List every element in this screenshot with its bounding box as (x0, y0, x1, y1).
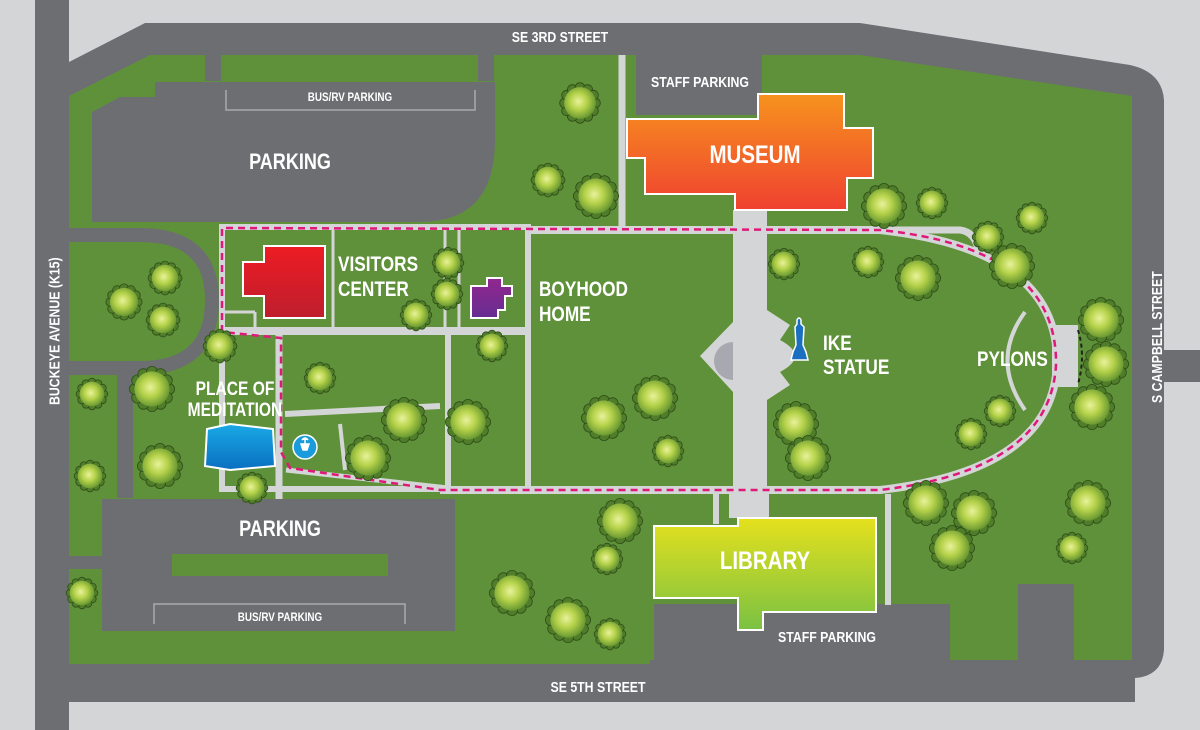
tree-icon (344, 434, 391, 481)
staff-parking-north-label: STAFF PARKING (651, 74, 749, 91)
place-of-meditation-label-line2[interactable]: MEDITATION (187, 400, 283, 421)
tree-icon (915, 186, 949, 220)
tree-icon (651, 434, 685, 468)
tree-icon (597, 497, 644, 545)
tree-icon (136, 442, 183, 489)
street-label-se-3rd: SE 3RD STREET (511, 29, 609, 46)
visitors-center-label-line1[interactable]: VISITORS (338, 253, 419, 276)
walking-trail (220, 226, 1058, 492)
tree-icon (971, 220, 1005, 254)
statue-icon (790, 317, 809, 361)
tree-icon (145, 302, 181, 338)
tree-icon (983, 394, 1017, 428)
tree-icon (573, 172, 620, 219)
south-bus-rv-parking-label: BUS/RV PARKING (237, 610, 323, 624)
staff-parking-south-lot (69, 584, 1132, 672)
tree-icon (861, 182, 908, 229)
tree-icon (1069, 383, 1116, 430)
tree-icon (632, 374, 679, 421)
visitors-center-building[interactable] (243, 246, 325, 318)
tree-icon (128, 365, 175, 412)
tree-icon (593, 617, 627, 651)
tree-icon (399, 298, 433, 332)
tree-icon (430, 277, 464, 311)
tree-icon (73, 459, 107, 493)
boyhood-home-label-line1[interactable]: BOYHOOD (539, 278, 628, 301)
north-parking-lot (69, 55, 495, 498)
tree-icon (895, 254, 942, 301)
tree-icon (475, 329, 509, 363)
south-parking-label: PARKING (239, 516, 321, 541)
tree-icon (989, 242, 1036, 289)
tree-icon (903, 479, 950, 527)
tree-icon (202, 328, 238, 364)
tree-icon (785, 434, 832, 481)
tree-icon (444, 398, 491, 445)
tree-icon (303, 361, 337, 395)
visitors-center-label-line2[interactable]: CENTER (338, 278, 409, 301)
tree-icon (530, 162, 566, 198)
tree-icon (559, 82, 601, 124)
tree-icon (929, 525, 976, 572)
boyhood-home-building[interactable] (471, 278, 512, 318)
tree-icon (1065, 479, 1112, 527)
tree-icon (954, 417, 988, 451)
boyhood-home-label-line2[interactable]: HOME (539, 303, 591, 326)
tree-icon (1078, 296, 1125, 343)
tree-icon (1015, 201, 1049, 235)
tree-icon (235, 471, 269, 505)
street-label-s-campbell: S CAMPBELL STREET (1149, 271, 1166, 403)
tree-icon (951, 489, 998, 537)
museum-building[interactable] (627, 94, 873, 210)
library-building[interactable] (654, 518, 876, 630)
tree-icon (590, 542, 624, 576)
tree-icon (767, 247, 801, 281)
ike-statue-label-line1[interactable]: IKE (823, 332, 852, 355)
street-label-buckeye-avenue: BUCKEYE AVENUE (K15) (46, 257, 64, 405)
museum-label[interactable]: MUSEUM (709, 141, 801, 169)
tree-icon (1083, 340, 1130, 387)
place-of-meditation-pool[interactable] (205, 424, 275, 470)
tree-icon (105, 283, 143, 321)
tree-icon (147, 260, 183, 296)
tree-icon (1055, 531, 1089, 565)
tree-icon (65, 576, 99, 610)
tree-icon (581, 394, 628, 441)
buildings (203, 93, 877, 631)
place-of-meditation-label-line1[interactable]: PLACE OF (195, 379, 275, 400)
staff-parking-north-lot (636, 55, 762, 115)
north-bus-rv-parking-label: BUS/RV PARKING (307, 90, 393, 104)
staff-parking-south-label: STAFF PARKING (778, 629, 876, 646)
library-label[interactable]: LIBRARY (719, 547, 811, 575)
tree-icon (380, 396, 427, 443)
tree-icon (431, 246, 465, 280)
tree-icon (75, 377, 109, 411)
pylons-label[interactable]: PYLONS (977, 348, 1048, 371)
trees (65, 82, 1130, 651)
tree-icon (851, 245, 885, 279)
fountain-icon (292, 434, 318, 460)
ike-statue-label-line2[interactable]: STATUE (823, 356, 890, 379)
street-label-se-5th: SE 5TH STREET (550, 679, 646, 696)
tree-icon (545, 597, 592, 644)
tree-icon (488, 570, 536, 617)
north-parking-label: PARKING (249, 149, 331, 174)
